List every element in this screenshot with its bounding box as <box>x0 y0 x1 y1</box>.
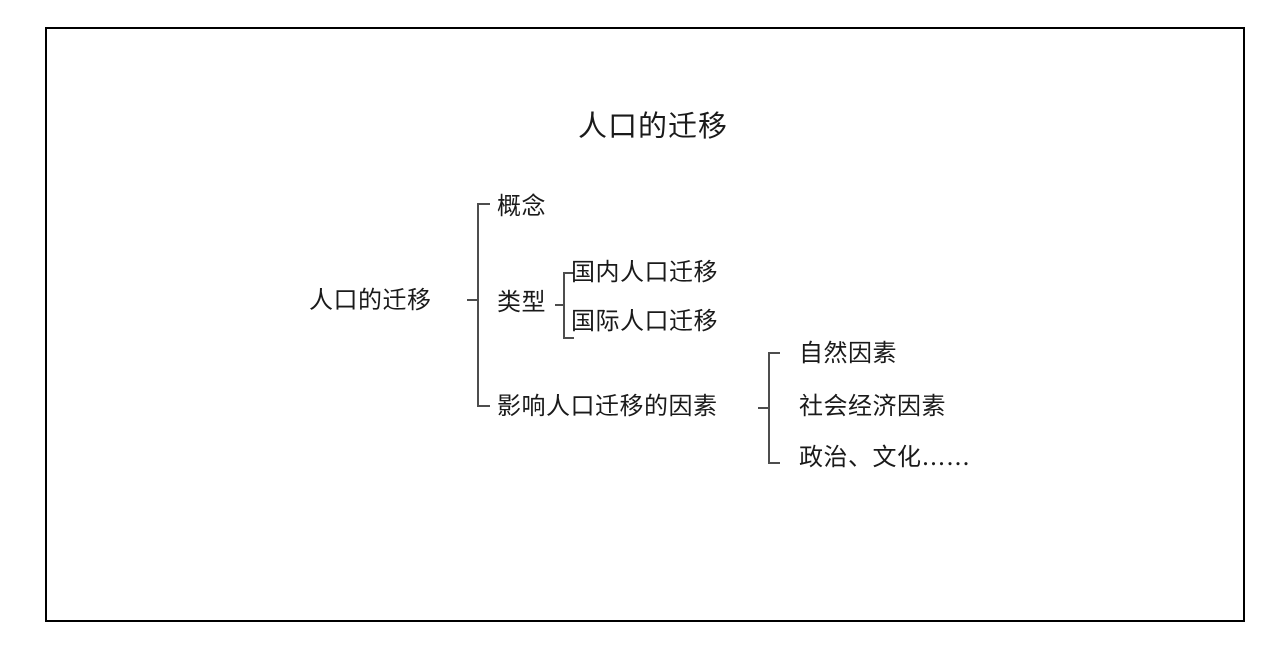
tree-node-socioeconomic-factors: 社会经济因素 <box>799 392 946 420</box>
tree-node-influencing-factors: 影响人口迁移的因素 <box>497 392 718 420</box>
tree-node-international-migration: 国际人口迁移 <box>571 307 718 335</box>
page-title: 人口的迁移 <box>578 109 729 143</box>
tree-node-concept: 概念 <box>497 192 546 220</box>
tree-node-type: 类型 <box>497 288 546 316</box>
tree-node-natural-factors: 自然因素 <box>799 339 897 367</box>
tree-node-political-cultural-factors: 政治、文化…… <box>799 443 971 471</box>
factors-brace <box>757 347 785 472</box>
slide-border-frame <box>45 27 1245 622</box>
type-brace <box>554 268 578 344</box>
root-brace <box>466 198 496 413</box>
tree-node-root: 人口的迁移 <box>309 286 432 314</box>
tree-node-domestic-migration: 国内人口迁移 <box>571 258 718 286</box>
